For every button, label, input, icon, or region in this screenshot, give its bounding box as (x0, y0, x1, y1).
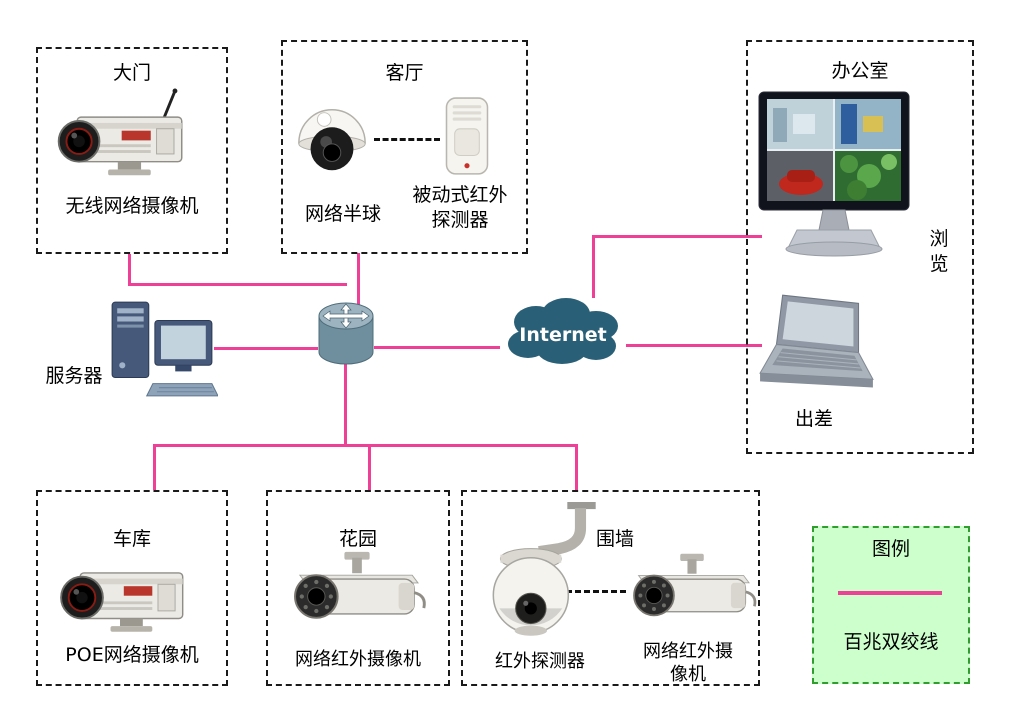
zone-office-title: 办公室 (831, 60, 889, 82)
zone-living-room-title: 客厅 (385, 62, 424, 84)
zone-garage (36, 490, 228, 686)
dashed-link-dome-bullet (566, 590, 626, 593)
monitor-browse-label: 浏览 (929, 228, 949, 275)
garage-camera-label: POE网络摄像机 (65, 644, 199, 666)
quad-view-monitor-icon (756, 90, 918, 270)
link-server-router (214, 347, 318, 350)
zone-garden (266, 490, 450, 686)
zone-garden-title: 花园 (338, 528, 377, 550)
legend-line-sample (838, 591, 942, 595)
zone-gate (36, 47, 228, 254)
server-computer-icon (106, 298, 218, 400)
link-garden-vertical (368, 444, 371, 490)
link-internet-monitor (592, 235, 762, 238)
pir-detector-label: 被动式红外探测器 (412, 184, 508, 231)
link-internet-laptop (626, 344, 762, 347)
router-icon (316, 300, 376, 372)
link-garage-vertical (153, 444, 156, 490)
speed-dome-camera-icon (478, 502, 610, 654)
wall-bullet-camera-icon (622, 552, 762, 638)
link-router-internet (374, 346, 500, 349)
zone-office (746, 40, 974, 454)
internet-label: Internet (519, 324, 607, 346)
dome-camera-icon (293, 100, 371, 178)
link-internet-up (592, 236, 595, 298)
wall-detector-label: 红外探测器 (495, 651, 585, 672)
zone-garage-title: 车库 (112, 528, 151, 550)
laptop-icon (758, 293, 876, 401)
zone-gate-title: 大门 (112, 62, 151, 84)
wall-camera-label: 网络红外摄像机 (643, 641, 733, 686)
link-router-down (344, 362, 347, 446)
laptop-trip-label: 出差 (794, 408, 833, 430)
link-gate-horizontal (128, 283, 347, 286)
dashed-link-dome-pir (374, 138, 440, 141)
link-gate-vertical (128, 254, 131, 286)
garden-camera-label: 网络红外摄像机 (295, 649, 421, 670)
garden-bullet-camera-icon (283, 550, 431, 642)
pir-detector-icon (442, 96, 492, 178)
internet-cloud-icon (498, 292, 628, 374)
link-bottom-horizontal (153, 444, 578, 447)
gate-camera-label: 无线网络摄像机 (65, 195, 199, 217)
zone-wall (461, 490, 760, 686)
server-label: 服务器 (45, 365, 103, 387)
zone-wall-title: 围墙 (595, 528, 634, 550)
poe-box-camera-icon (52, 552, 207, 647)
link-wall-vertical (575, 444, 578, 490)
dome-camera-label: 网络半球 (304, 203, 381, 225)
legend-line-label: 百兆双绞线 (843, 631, 939, 653)
zone-living-room (281, 40, 528, 254)
link-livingroom-vertical (357, 253, 360, 305)
legend-box (812, 526, 970, 684)
legend-title: 图例 (871, 538, 910, 560)
wireless-box-camera-icon (50, 88, 205, 185)
